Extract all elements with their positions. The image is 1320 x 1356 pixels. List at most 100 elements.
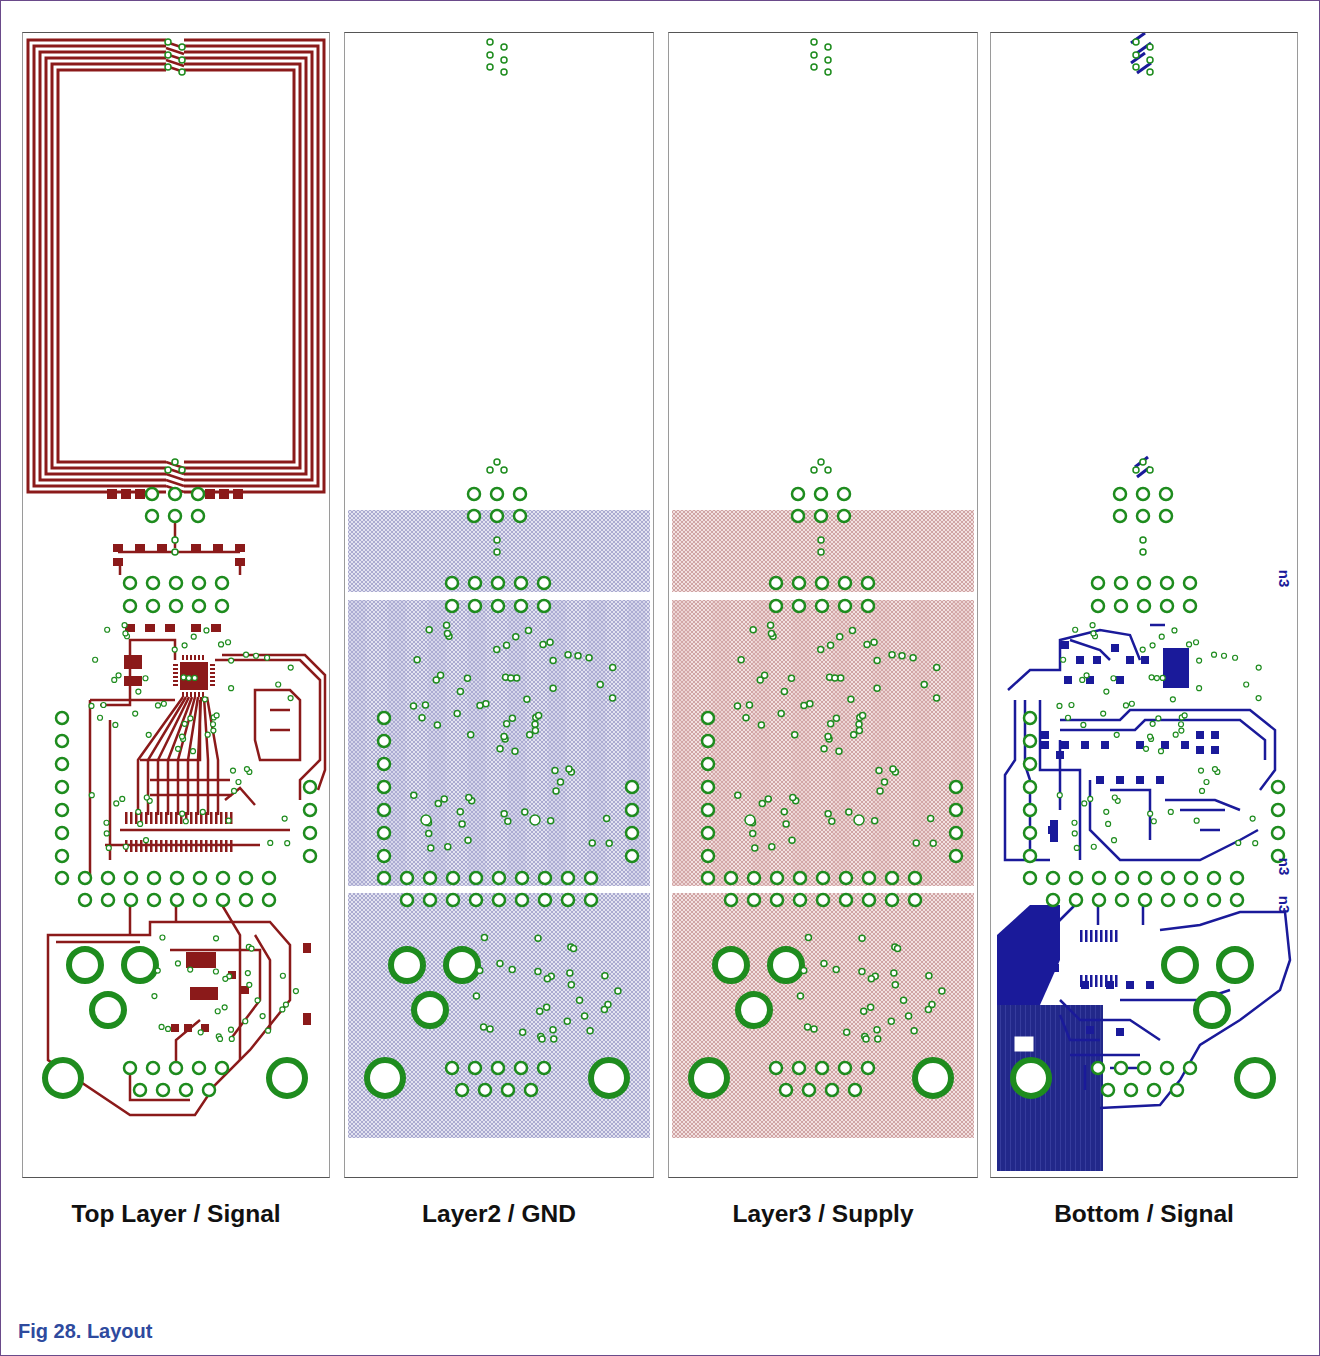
via [828, 642, 834, 648]
connector-pin [215, 840, 218, 852]
pad [1136, 776, 1144, 784]
via [771, 894, 783, 906]
via [255, 998, 260, 1003]
via [193, 600, 205, 612]
copper-trace [270, 710, 290, 730]
via [564, 1018, 570, 1024]
via [1024, 712, 1036, 724]
connector-pin [165, 812, 168, 824]
plane-shade [588, 600, 606, 886]
via [864, 641, 870, 647]
via [193, 1062, 205, 1074]
via [1133, 467, 1139, 473]
via [606, 840, 612, 846]
via [863, 894, 875, 906]
pad [191, 624, 201, 632]
via [1140, 537, 1146, 543]
pad [1061, 741, 1069, 749]
via [1253, 841, 1258, 846]
via [1219, 949, 1251, 981]
via [170, 600, 182, 612]
copper-trace [1110, 790, 1240, 840]
copper-trace [130, 1020, 200, 1100]
pad [1041, 731, 1049, 739]
via [1115, 600, 1127, 612]
via [838, 510, 850, 522]
via [532, 721, 538, 727]
ic-pin [202, 655, 204, 660]
via [516, 872, 528, 884]
via [881, 779, 887, 785]
via [1082, 801, 1087, 806]
pad [1061, 641, 1069, 649]
via [550, 1027, 556, 1033]
via [1168, 809, 1173, 814]
connector-pin [135, 840, 138, 852]
via [378, 827, 390, 839]
via [204, 628, 209, 633]
via [788, 675, 794, 681]
via [537, 1008, 543, 1014]
via [501, 69, 507, 75]
plane-shade [548, 600, 566, 886]
via [1231, 894, 1243, 906]
via [856, 721, 862, 727]
via [539, 872, 551, 884]
ic-pin [210, 668, 215, 670]
via [1184, 577, 1196, 589]
via [414, 994, 446, 1026]
pad [1041, 741, 1049, 749]
via [815, 510, 827, 522]
via [863, 872, 875, 884]
via [868, 1004, 874, 1010]
via [1149, 675, 1154, 680]
via [1013, 1060, 1049, 1096]
via [1093, 894, 1105, 906]
ic-pin [1085, 975, 1088, 987]
via [481, 935, 487, 941]
via [915, 1060, 951, 1096]
via [424, 872, 436, 884]
via [56, 827, 68, 839]
via [254, 653, 259, 658]
via [1236, 840, 1241, 845]
via [1194, 640, 1199, 645]
via [56, 804, 68, 816]
pad [1196, 746, 1204, 754]
via [1179, 728, 1184, 733]
via [147, 1062, 159, 1074]
via [182, 643, 187, 648]
via [280, 1007, 285, 1012]
via [134, 1084, 146, 1096]
via [468, 510, 480, 522]
via [535, 935, 541, 941]
via [491, 488, 503, 500]
via [911, 1028, 917, 1034]
coil-crossover [166, 468, 184, 474]
via [860, 712, 866, 718]
via [223, 976, 228, 981]
ic-pin [1115, 975, 1118, 987]
plane-shade [628, 600, 646, 886]
via [1070, 894, 1082, 906]
via [818, 549, 824, 555]
pad [1064, 676, 1072, 684]
via [839, 600, 851, 612]
via [229, 658, 234, 663]
via [702, 827, 714, 839]
via [515, 600, 527, 612]
via [152, 994, 157, 999]
via [752, 845, 758, 851]
ic-pin [210, 680, 215, 682]
via [1154, 676, 1159, 681]
via [1139, 872, 1151, 884]
via [1237, 1060, 1273, 1096]
via [1073, 627, 1078, 632]
via [457, 689, 463, 695]
via [738, 994, 770, 1026]
via [849, 627, 855, 633]
via [1092, 600, 1104, 612]
via [1114, 510, 1126, 522]
via [1184, 1062, 1196, 1074]
via [548, 818, 554, 824]
